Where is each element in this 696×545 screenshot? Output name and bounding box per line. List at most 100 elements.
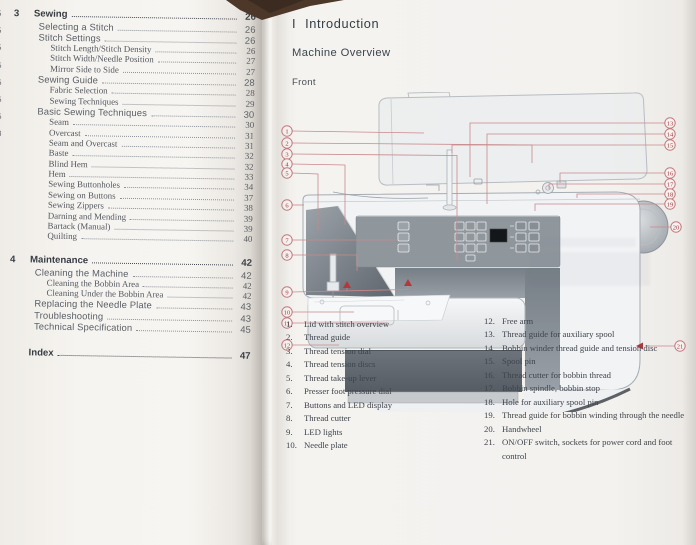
part-label: ON/OFF switch, sockets for power cord an… xyxy=(502,437,673,461)
callout-9: 9 xyxy=(281,286,293,298)
callout-circle xyxy=(670,221,682,233)
thread-guides xyxy=(332,178,483,199)
callout-circle xyxy=(674,340,686,352)
toc-dot-leader xyxy=(123,187,235,191)
part-label: Thread take-up lever xyxy=(304,372,377,383)
toc-entry-label: Overcast xyxy=(48,127,81,138)
edge-number-fragment: .8 xyxy=(0,128,10,145)
parts-list-item: 9.LED lights xyxy=(286,426,476,439)
parts-list-item: 15.Spool pin xyxy=(484,355,692,368)
part-number: 20. xyxy=(484,423,495,434)
body-notch xyxy=(395,268,560,390)
page-edge-number-fragments: .5.5.5.6.6.6.6.8 xyxy=(0,8,10,146)
callout-number: 8 xyxy=(285,252,288,259)
part-label: Thread cutter xyxy=(304,413,351,424)
part-label: Lid with stitch overview xyxy=(304,319,390,329)
callout-7: 7 xyxy=(281,234,293,246)
edge-number-fragment: .6 xyxy=(0,77,10,94)
toc-entry-label: Seam xyxy=(49,116,70,128)
callout-number: 10 xyxy=(284,309,291,316)
function-buttons xyxy=(397,221,410,253)
callout-number: 3 xyxy=(285,151,288,158)
callout-leader xyxy=(451,144,665,153)
callout-8: 8 xyxy=(281,249,293,261)
part-label: Presser foot pressure dial xyxy=(304,386,392,397)
toc-dot-leader xyxy=(157,61,237,64)
callout-number: 14 xyxy=(667,131,674,138)
toc-page-number: 33 xyxy=(244,171,254,182)
callout-circle xyxy=(664,128,676,140)
part-number: 21. xyxy=(484,437,495,448)
callout-number: 2 xyxy=(285,140,288,147)
callout-number: 15 xyxy=(667,142,674,149)
callout-6: 6 xyxy=(281,199,293,211)
toc-page-number: 28 xyxy=(245,87,255,99)
toc-dot-leader xyxy=(167,296,233,299)
callout-1: 1 xyxy=(281,125,293,137)
callout-number: 9 xyxy=(285,289,288,296)
parts-list-item: 8.Thread cutter xyxy=(286,412,476,425)
base-front-edge xyxy=(563,387,631,412)
toc-page-number: 42 xyxy=(242,280,252,291)
callout-leader xyxy=(292,172,319,231)
part-label: Thread guide for bobbin winding through … xyxy=(502,410,685,421)
callout-3: 3 xyxy=(281,148,293,160)
parts-list-item: 6. Presser foot pressure dial xyxy=(286,385,476,398)
toc-page-number: 38 xyxy=(243,202,253,214)
callout-number: 19 xyxy=(667,201,674,208)
toc-page-number: 43 xyxy=(240,312,252,324)
part-number: 18. xyxy=(484,396,495,407)
bobbin-cover xyxy=(339,305,395,326)
callout-14: 14 xyxy=(664,128,676,140)
toc-entry-label: Sewing Guide xyxy=(37,73,99,86)
part-number: 13. xyxy=(484,329,495,340)
bobbin-winder xyxy=(535,180,567,195)
part-number: 14. xyxy=(484,342,495,353)
parts-list-item: 4.Thread tension discs xyxy=(286,358,476,371)
toc-dot-leader xyxy=(80,238,234,242)
callout-15: 15 xyxy=(664,139,676,151)
toc-dot-leader xyxy=(136,329,232,333)
callout-number: 18 xyxy=(667,191,674,198)
toc-page-number: 30 xyxy=(245,119,255,131)
toc-page-number: 47 xyxy=(239,350,251,362)
edge-number-fragment: .5 xyxy=(0,42,10,59)
parts-list-item: 7.Buttons and LED display xyxy=(286,399,476,412)
toc-page-number: 26 xyxy=(244,23,256,35)
callout-circle xyxy=(664,139,676,151)
bleed-through xyxy=(530,252,650,286)
chapter-title: Introduction xyxy=(305,16,380,31)
part-label: Thread tension dial xyxy=(304,345,372,356)
parts-list-item: 2.Thread guide xyxy=(286,331,476,344)
callout-leader xyxy=(292,289,409,293)
part-label: Thread cutter for bobbin thread xyxy=(502,369,612,380)
callout-leader xyxy=(469,122,665,177)
part-number: 5. xyxy=(286,372,293,383)
toc-dot-leader xyxy=(107,207,234,211)
free-arm xyxy=(307,294,526,349)
edge-number-fragment: .5 xyxy=(0,25,10,42)
callout-leader xyxy=(576,193,665,198)
part-number: 9. xyxy=(286,426,293,437)
section-heading: Machine Overview xyxy=(292,47,391,59)
toc-section-number: 4 xyxy=(9,253,16,265)
base-skirt xyxy=(368,389,630,412)
subsection-heading: Front xyxy=(292,77,316,88)
part-number: 6. xyxy=(286,386,293,397)
parts-list-item: 18.Hole for auxiliary spool pin xyxy=(484,396,692,409)
part-label: Handwheel xyxy=(502,423,542,434)
toc-entry-label: Quilting xyxy=(47,231,78,242)
edge-number-fragment: .6 xyxy=(0,94,10,111)
parts-list-item: 20. Handwheel xyxy=(484,423,692,436)
toc-dot-leader xyxy=(132,275,233,279)
toc-dot-leader xyxy=(57,354,232,359)
callout-number: 5 xyxy=(285,170,288,177)
number-buttons xyxy=(454,221,487,262)
callout-leader xyxy=(292,130,425,134)
control-panel xyxy=(355,215,561,268)
callout-number: 1 xyxy=(285,128,288,135)
